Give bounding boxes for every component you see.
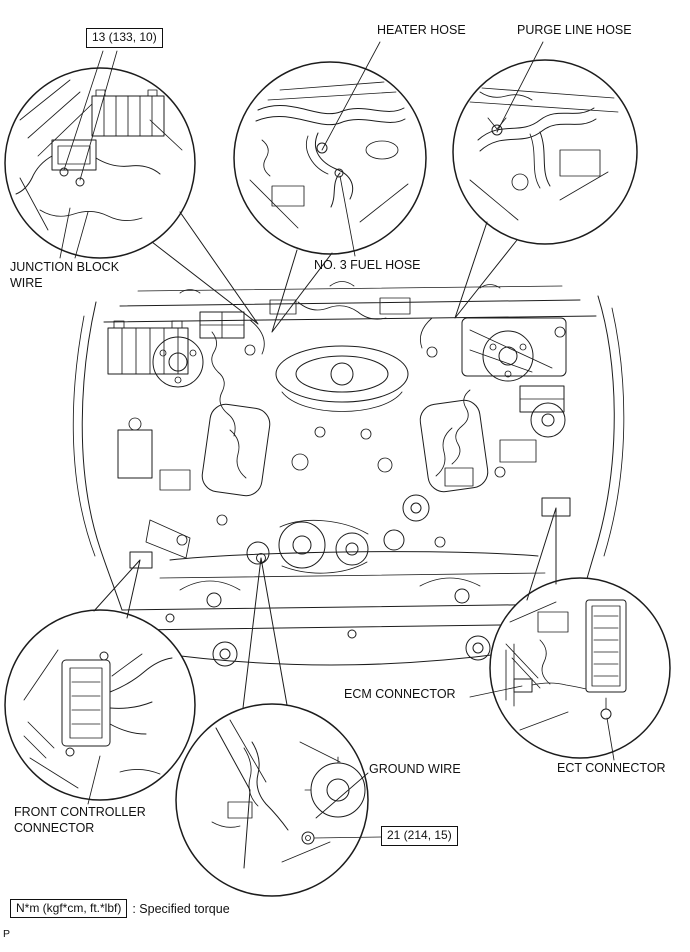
label-ground-wire: GROUND WIRE <box>369 762 461 776</box>
label-front-controller-line1: FRONT CONTROLLER <box>14 805 146 819</box>
callout-circle-junction <box>4 67 196 259</box>
torque-note: : Specified torque <box>132 901 230 916</box>
label-ect-connector: ECT CONNECTOR <box>557 761 666 775</box>
pointer-purge <box>454 221 518 319</box>
leader-front-controller <box>87 755 101 805</box>
leader-purge-hose <box>496 41 544 133</box>
label-front-controller-connector: FRONT CONTROLLER CONNECTOR <box>14 805 146 836</box>
front-controller-location <box>129 551 153 569</box>
junction-detail-art <box>15 79 183 231</box>
torque-spec-ground-wire: 21 (214, 15) <box>381 826 458 846</box>
ecm-detail-art <box>505 599 627 731</box>
ground-wire-location <box>256 553 266 563</box>
torque-unit-box: N*m (kgf*cm, ft.*lbf) <box>10 899 128 918</box>
leader-ect <box>606 717 615 761</box>
callout-front-controller <box>4 609 196 801</box>
leader-heater-hose <box>321 41 381 151</box>
callout-circle-purge <box>452 59 638 245</box>
callout-circle-ground <box>175 703 369 897</box>
pointer-front-controller <box>93 559 141 619</box>
label-ecm-connector: ECM CONNECTOR <box>344 687 456 701</box>
pointer-junction <box>151 211 259 325</box>
leader-fuel-hose <box>339 175 356 257</box>
leader-lines <box>59 41 615 839</box>
page-marker: P <box>3 928 11 940</box>
label-purge-line-hose: PURGE LINE HOSE <box>517 23 632 37</box>
heater-detail-art <box>249 81 409 229</box>
pointer-heater <box>271 249 333 333</box>
leader-ecm <box>469 685 523 698</box>
pointer-ecm <box>526 507 557 601</box>
callout-purge-line-hose <box>452 59 638 245</box>
callout-junction-block-wire <box>4 67 196 259</box>
callout-circle-front-controller <box>4 609 196 801</box>
label-front-controller-line2: CONNECTOR <box>14 820 95 835</box>
leader-ground-wire <box>315 772 369 819</box>
leader-torque-ground <box>313 836 382 839</box>
label-junction-block-line2: WIRE <box>10 275 43 290</box>
label-junction-block-wire: JUNCTION BLOCK WIRE <box>10 260 119 291</box>
front-controller-detail-art <box>23 649 173 789</box>
torque-spec-junction-block: 13 (133, 10) <box>86 28 163 48</box>
callout-heater-fuel-hose <box>233 61 427 255</box>
callout-ecm-ect <box>489 577 671 759</box>
torque-legend: N*m (kgf*cm, ft.*lbf) : Specified torque <box>10 899 230 918</box>
label-no3-fuel-hose: NO. 3 FUEL HOSE <box>314 258 421 272</box>
callout-circle-ecm <box>489 577 671 759</box>
label-heater-hose: HEATER HOSE <box>377 23 466 37</box>
callout-ground-wire <box>175 703 369 897</box>
ground-wire-detail-art <box>211 719 366 869</box>
leader-junction-label <box>59 207 89 259</box>
callout-pointers <box>93 211 557 709</box>
label-junction-block-line1: JUNCTION BLOCK <box>10 260 120 274</box>
pointer-ground <box>242 557 288 709</box>
callout-circle-heater <box>233 61 427 255</box>
purge-detail-art <box>469 87 619 221</box>
leader-torque-junction <box>63 50 118 181</box>
